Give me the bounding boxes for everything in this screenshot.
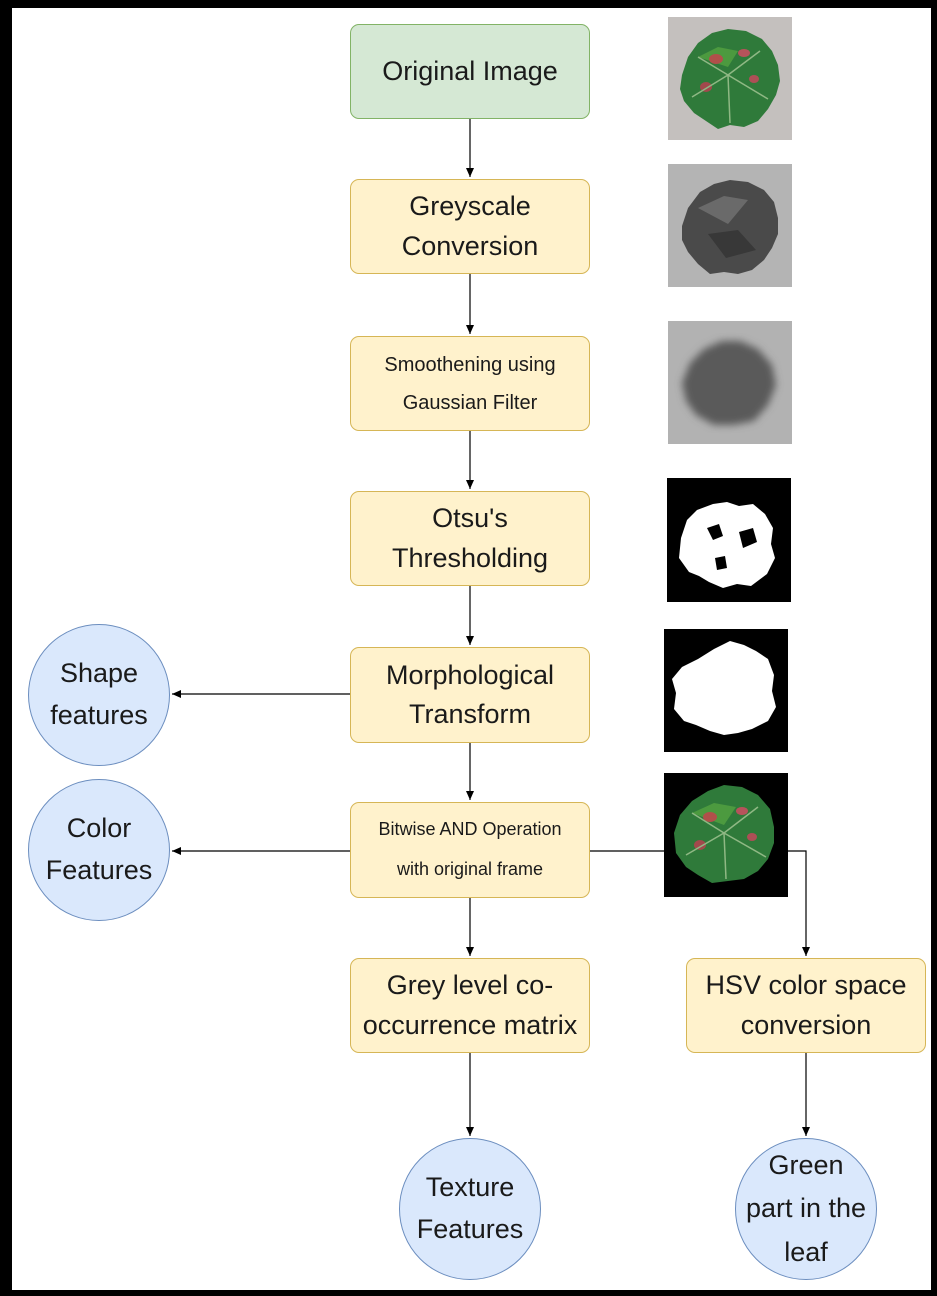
green-part-label: Green part in the leaf — [745, 1150, 867, 1267]
color-features-node: Color Features — [28, 779, 170, 921]
smoothing-box: Smoothening using Gaussian Filter — [350, 336, 590, 431]
greyscale-leaf — [668, 164, 792, 287]
bitwise-box: Bitwise AND Operation with original fram… — [350, 802, 590, 898]
bitwise-label: Bitwise AND Operation with original fram… — [378, 819, 562, 879]
arrow-bitwise-to-hsv — [590, 850, 810, 956]
green-part-node: Green part in the leaf — [735, 1138, 877, 1280]
masked-color-leaf — [664, 773, 788, 897]
texture-features-label: Texture Features — [416, 1172, 524, 1244]
greyscale-box: Greyscale Conversion — [350, 179, 590, 274]
shape-features-node: Shape features — [28, 624, 170, 766]
blurred-leaf — [668, 321, 792, 444]
glcm-label: Grey level co- occurrence matrix — [362, 970, 578, 1040]
texture-features-node: Texture Features — [399, 1138, 541, 1280]
otsu-box: Otsu's Thresholding — [350, 491, 590, 586]
original-image-box: Original Image — [350, 24, 590, 119]
shape-features-label: Shape features — [50, 658, 148, 730]
original-image-label: Original Image — [382, 55, 558, 86]
morph-box: Morphological Transform — [350, 647, 590, 743]
smoothing-label: Smoothening using Gaussian Filter — [384, 353, 556, 414]
glcm-box: Grey level co- occurrence matrix — [350, 958, 590, 1053]
color-features-label: Color Features — [45, 813, 153, 885]
original-leaf-photo — [668, 17, 792, 140]
otsu-label: Otsu's Thresholding — [391, 503, 549, 573]
morphological-mask — [664, 629, 788, 752]
otsu-binary-mask — [667, 478, 791, 602]
hsv-box: HSV color space conversion — [686, 958, 926, 1053]
greyscale-label: Greyscale Conversion — [401, 191, 539, 261]
hsv-label: HSV color space conversion — [705, 970, 907, 1040]
morph-label: Morphological Transform — [385, 659, 555, 729]
